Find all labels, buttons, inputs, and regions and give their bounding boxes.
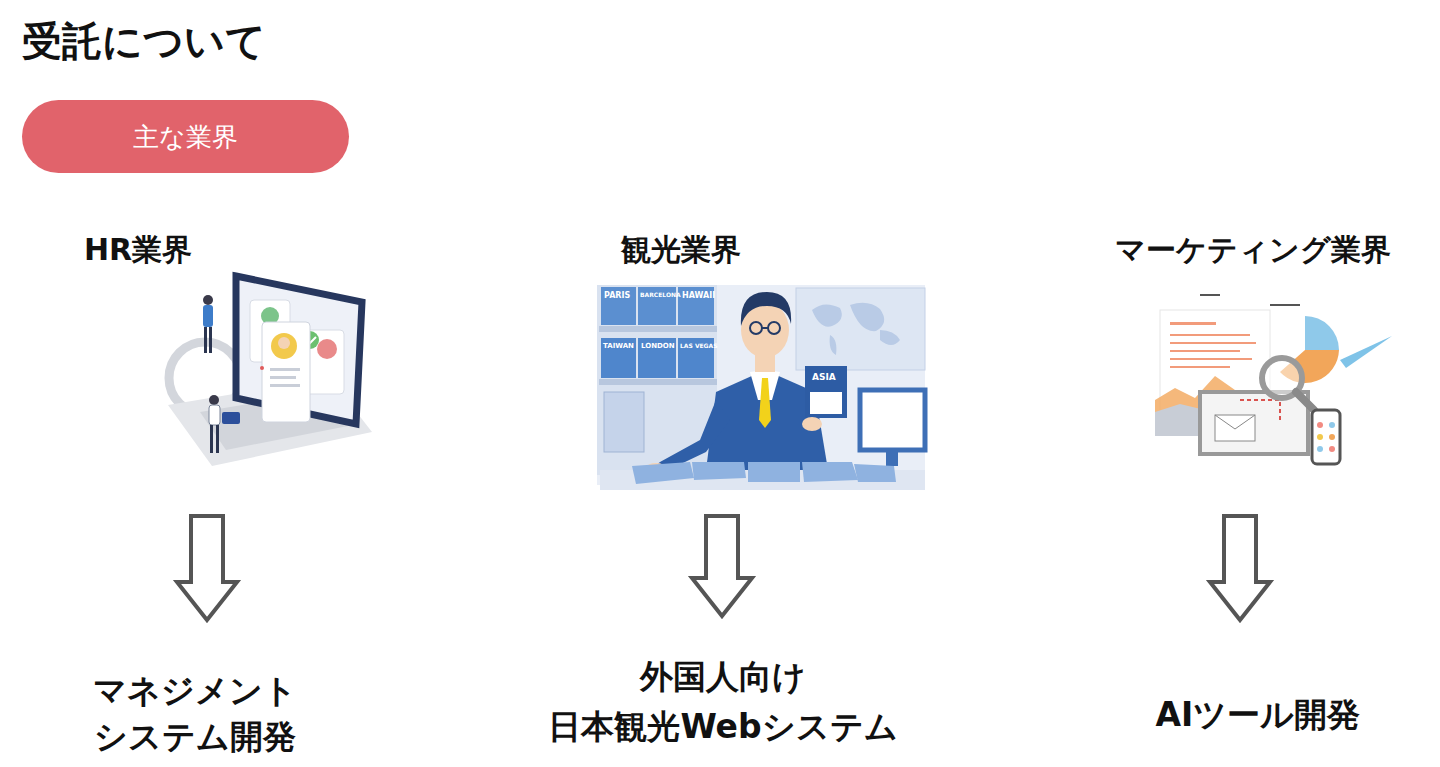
industry-block: HR業界	[70, 226, 370, 470]
result-label: 外国人向け 日本観光Webシステム	[508, 652, 938, 752]
illustration-shape	[810, 392, 842, 414]
industry-heading: 観光業界	[621, 230, 925, 269]
industry-heading: マーケティング業界	[1080, 230, 1425, 269]
result-text: マネジメント システム開発	[60, 668, 330, 760]
illustration-shape	[1170, 358, 1252, 360]
illustration-shape	[601, 338, 636, 378]
industry-block: 観光業界	[597, 226, 925, 490]
industry-heading: HR業界	[84, 230, 370, 269]
illustration-shape	[209, 395, 219, 405]
illustration-shape	[802, 462, 858, 482]
illustration-shape	[216, 425, 219, 453]
result-label: AIツール開発	[1098, 692, 1418, 738]
illustration-shape	[802, 417, 822, 431]
illustration-shape	[638, 338, 676, 378]
illustration-shape	[203, 305, 213, 327]
illustration-shape	[209, 327, 212, 353]
illustration-shape	[805, 366, 847, 418]
illustration-shape	[1305, 316, 1339, 350]
illustration-shape	[1317, 434, 1323, 440]
illustration-shape	[762, 327, 768, 329]
illustration-shape	[759, 378, 771, 428]
illustration-shape	[236, 276, 362, 424]
illustration-shape	[1215, 415, 1255, 429]
illustration-shape	[1329, 446, 1335, 452]
brochure-label: HAWAII	[682, 291, 715, 300]
marketing-illustration	[1155, 294, 1392, 464]
result-label: マネジメント システム開発	[60, 668, 330, 760]
illustration-shape	[632, 462, 694, 484]
illustration-shape	[1329, 434, 1335, 440]
illustration-shape	[1329, 422, 1335, 428]
block-arrow	[1210, 516, 1270, 620]
illustration-shape	[1170, 322, 1216, 325]
illustration-shape	[812, 303, 900, 355]
illustration-shape	[886, 452, 898, 466]
tourism-illustration	[597, 285, 925, 490]
brochure-label: LONDON	[641, 342, 675, 350]
illustration-shape	[204, 327, 207, 353]
illustration-shape	[222, 412, 240, 424]
illustration-shape	[1170, 342, 1256, 344]
illustration-shape	[210, 425, 213, 453]
illustration-shape	[750, 322, 762, 334]
illustration-shape	[1317, 422, 1323, 428]
illustration-shape	[1170, 366, 1230, 368]
illustration-shape	[1200, 392, 1308, 454]
illustration-shape	[1312, 410, 1340, 464]
pill-label: 主な業界	[133, 120, 238, 154]
page-title: 受託について	[22, 14, 266, 69]
illustration-shape	[597, 285, 925, 485]
result-text: AIツール開発	[1098, 692, 1418, 738]
block-arrow	[692, 516, 752, 616]
illustration-shape	[278, 337, 290, 349]
illustration-shape	[1170, 350, 1240, 352]
illustration-shape	[317, 339, 337, 359]
illustration-shape	[768, 322, 780, 334]
illustration-shape	[1200, 294, 1220, 296]
brochure-label: TAIWAN	[603, 342, 634, 350]
illustration-shape	[1170, 334, 1250, 336]
illustration-shape	[262, 322, 310, 422]
block-arrow	[177, 516, 237, 620]
illustration-shape	[854, 464, 896, 482]
illustration-shape	[203, 295, 213, 305]
brochure-label: ASIA	[812, 372, 836, 382]
illustration-shape	[741, 292, 791, 326]
illustration-shape	[1240, 400, 1280, 422]
illustration-shape	[599, 379, 717, 385]
illustration-shape	[604, 392, 644, 452]
illustration-shape	[271, 333, 297, 359]
illustration-shape	[599, 326, 717, 332]
illustration-shape	[270, 368, 300, 371]
illustration-shape	[748, 462, 800, 482]
hr-illustration	[168, 276, 372, 466]
illustration-shape	[796, 288, 925, 370]
category-pill: 主な業界	[22, 100, 349, 173]
illustration-shape	[1296, 392, 1314, 410]
illustration-shape	[860, 390, 925, 450]
illustration-shape	[650, 400, 730, 472]
result-text: 外国人向け 日本観光Webシステム	[508, 652, 938, 752]
brochure-label: PARIS	[604, 291, 630, 300]
brochure-label: LAS VEGAS	[680, 342, 718, 349]
illustration-shape	[209, 405, 220, 425]
illustration-shape	[1340, 336, 1392, 368]
illustration-shape	[1270, 304, 1300, 306]
illustration-shape	[270, 384, 300, 387]
brochure-label: BARCELONA	[640, 291, 681, 298]
illustration-shape	[601, 287, 636, 325]
illustration-shape	[1215, 415, 1255, 441]
illustration-shape	[1317, 446, 1323, 452]
illustration-shape	[692, 462, 746, 480]
industry-block: マーケティング業界	[1080, 226, 1425, 470]
illustration-shape	[270, 376, 296, 379]
illustration-shape	[260, 366, 264, 370]
